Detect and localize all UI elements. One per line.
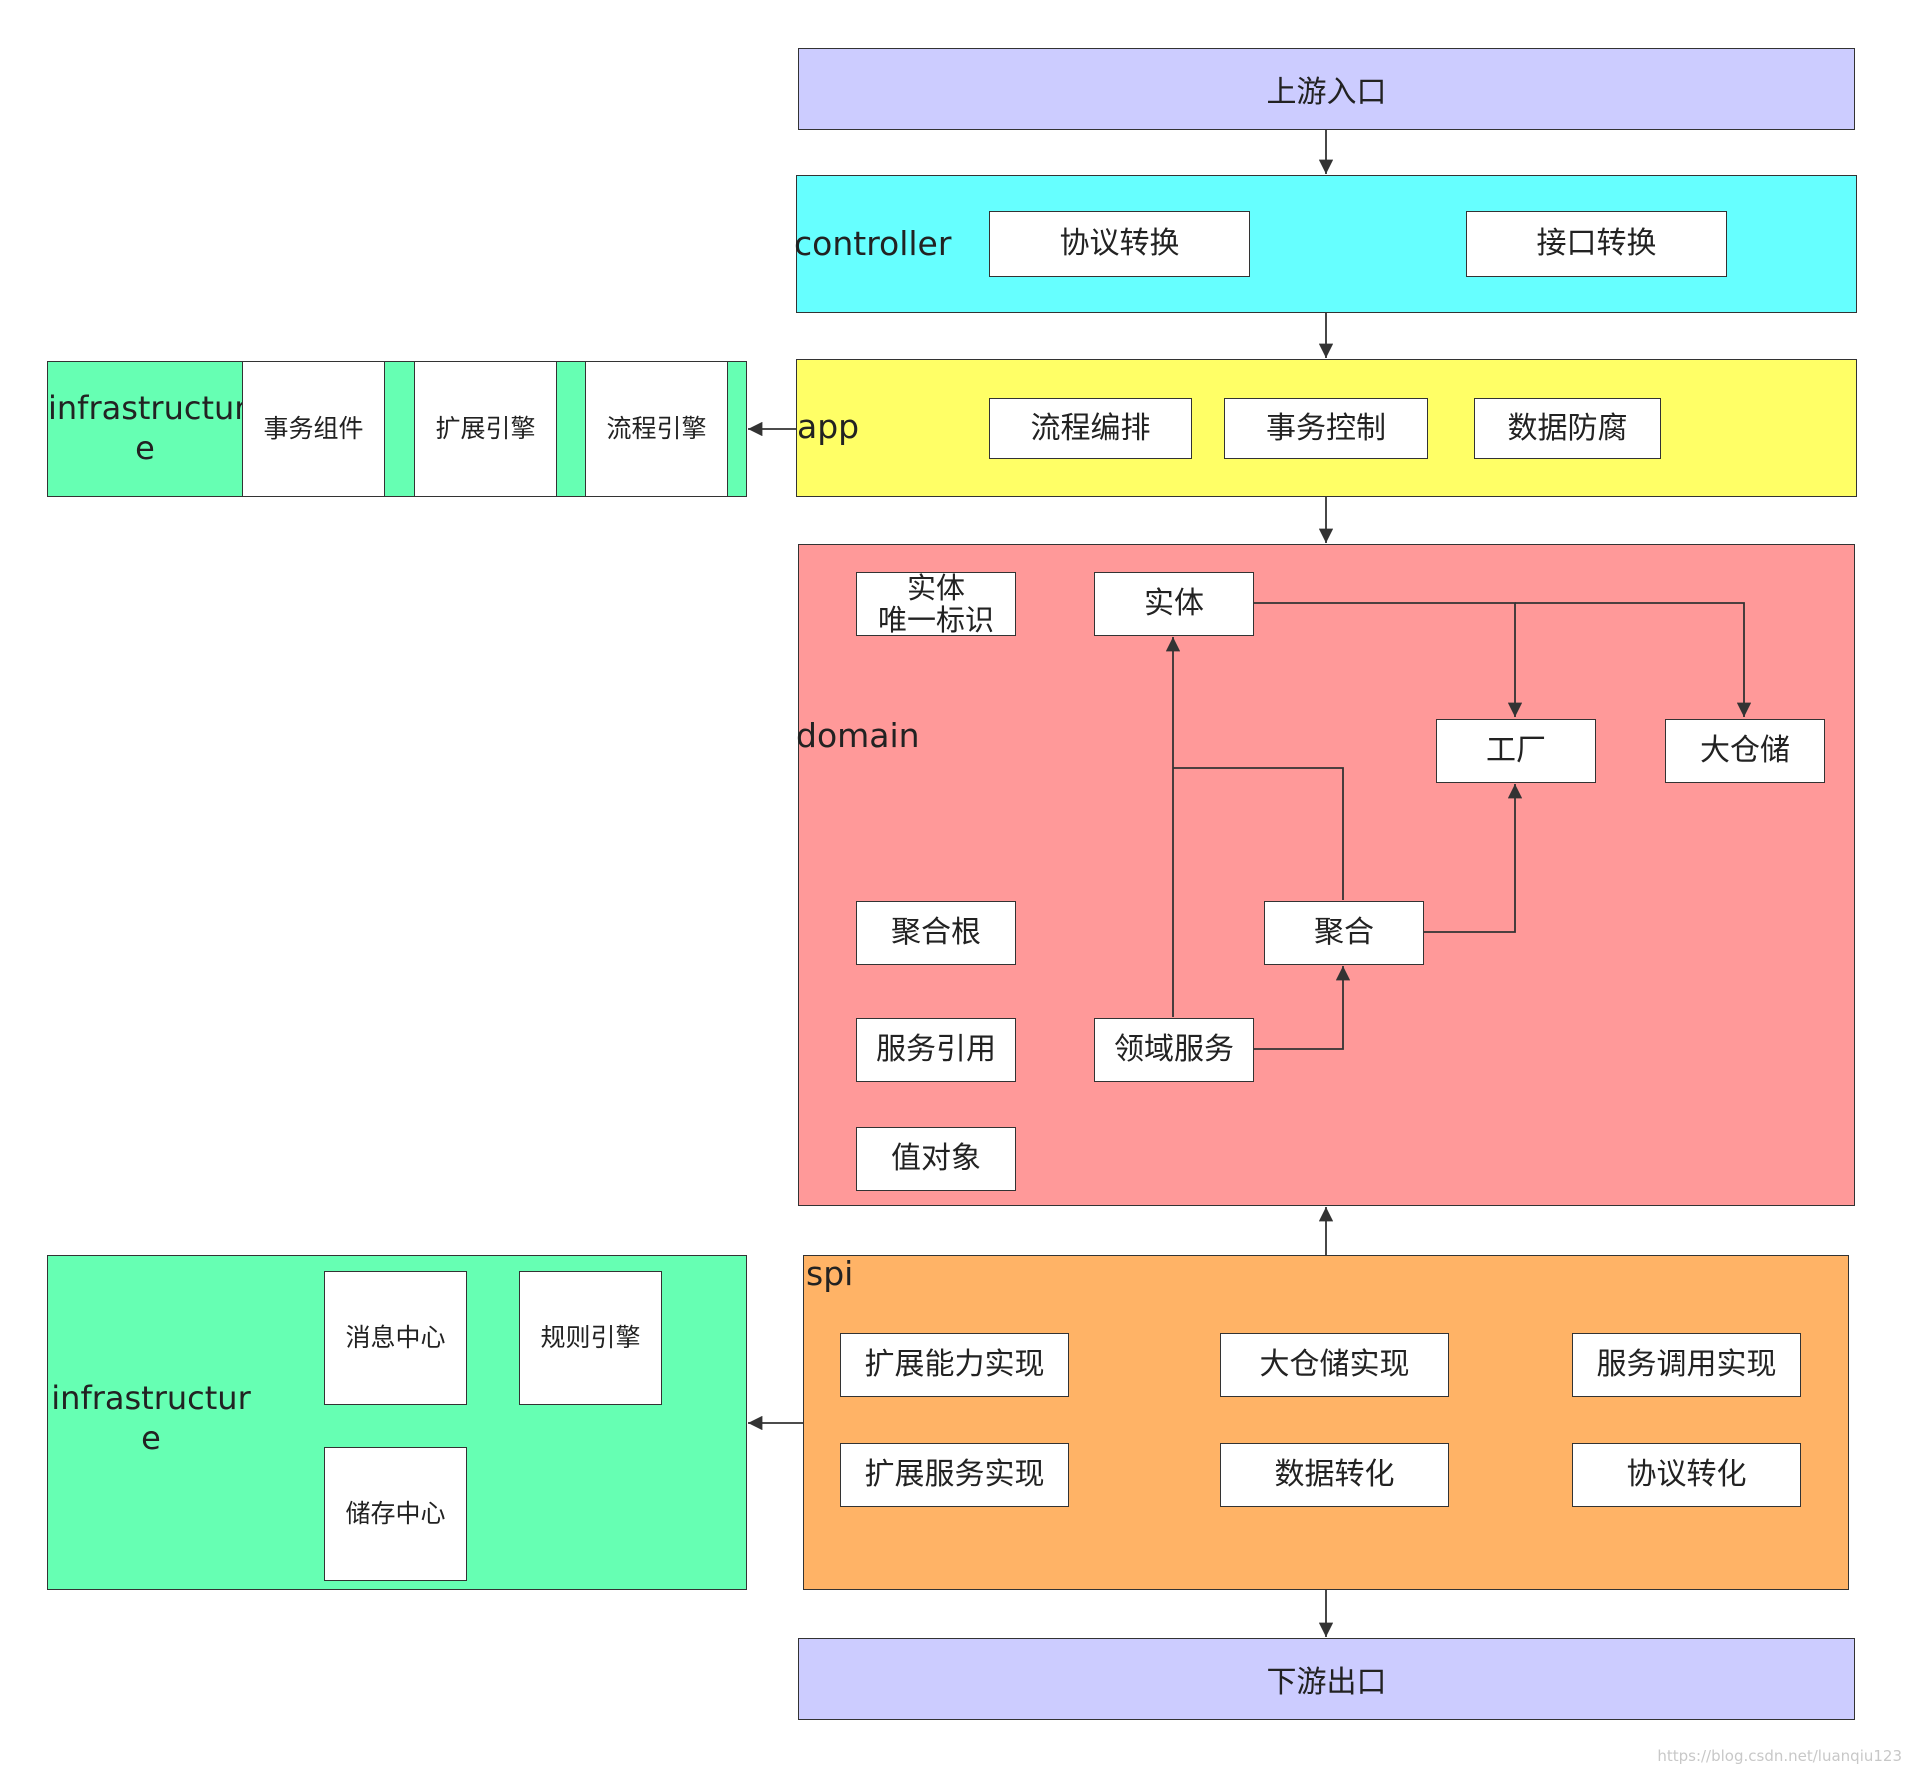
infrastructure-bottom-layer: infrastructur e 消息中心 规则引擎 储存中心 <box>47 1255 747 1590</box>
service-reference-box: 服务引用 <box>856 1018 1016 1082</box>
data-conversion-box: 数据转化 <box>1220 1443 1449 1507</box>
storage-center-box: 储存中心 <box>324 1447 467 1581</box>
interface-conversion-box: 接口转换 <box>1466 211 1727 277</box>
anti-corruption-box: 数据防腐 <box>1474 398 1661 459</box>
repository-box: 大仓储 <box>1665 719 1825 783</box>
value-object-box: 值对象 <box>856 1127 1016 1191</box>
protocol-conversion-spi-box: 协议转化 <box>1572 1443 1801 1507</box>
infrastructure-top-label: infrastructur e <box>48 388 248 468</box>
extension-capability-impl-box: 扩展能力实现 <box>840 1333 1069 1397</box>
repository-impl-box: 大仓储实现 <box>1220 1333 1449 1397</box>
extension-service-impl-box: 扩展服务实现 <box>840 1443 1069 1507</box>
infrastructure-bottom-label-line2: e <box>141 1419 161 1457</box>
extension-engine-box: 扩展引擎 <box>414 361 557 497</box>
domain-service-box: 领域服务 <box>1094 1018 1254 1082</box>
entity-identifier-box: 实体 唯一标识 <box>856 572 1016 636</box>
controller-layer: controller 协议转换 接口转换 <box>794 175 1857 313</box>
infrastructure-top-layer: infrastructur e 事务组件 扩展引擎 流程引擎 <box>47 361 747 497</box>
factory-box: 工厂 <box>1436 719 1596 783</box>
downstream-exit-label: 下游出口 <box>1266 1665 1387 1700</box>
infrastructure-top-label-line2: e <box>135 429 155 467</box>
downstream-exit-layer: 下游出口 <box>798 1638 1855 1720</box>
controller-label: controller <box>794 224 952 263</box>
domain-layer: domain 实体 唯一标识 实体 工厂 大仓储 聚合根 聚合 服务引用 领域服… <box>796 544 1855 1206</box>
service-call-impl-box: 服务调用实现 <box>1572 1333 1801 1397</box>
protocol-conversion-box: 协议转换 <box>989 211 1250 277</box>
entity-box: 实体 <box>1094 572 1254 636</box>
transaction-component-box: 事务组件 <box>242 361 385 497</box>
aggregate-root-box: 聚合根 <box>856 901 1016 965</box>
infrastructure-top-label-line1: infrastructur <box>48 389 248 427</box>
aggregate-box: 聚合 <box>1264 901 1424 965</box>
rule-engine-box: 规则引擎 <box>519 1271 662 1405</box>
entity-identifier-line1: 实体 <box>906 571 965 605</box>
upstream-entry-label: 上游入口 <box>1266 75 1387 110</box>
domain-label: domain <box>796 716 920 755</box>
infrastructure-bottom-label: infrastructur e <box>48 1378 254 1458</box>
transaction-control-box: 事务控制 <box>1224 398 1428 459</box>
infrastructure-bottom-label-line1: infrastructur <box>51 1379 251 1417</box>
message-center-box: 消息中心 <box>324 1271 467 1405</box>
app-label: app <box>797 407 860 446</box>
spi-layer: spi 扩展能力实现 大仓储实现 服务调用实现 扩展服务实现 数据转化 协议转化 <box>803 1254 1849 1590</box>
app-layer: app 流程编排 事务控制 数据防腐 <box>796 359 1857 497</box>
process-orchestration-box: 流程编排 <box>989 398 1192 459</box>
watermark-text: https://blog.csdn.net/luanqiu123 <box>1657 1747 1902 1765</box>
spi-label: spi <box>806 1254 854 1293</box>
process-engine-box: 流程引擎 <box>585 361 728 497</box>
upstream-entry-layer: 上游入口 <box>798 48 1855 130</box>
entity-identifier-line2: 唯一标识 <box>877 603 994 637</box>
